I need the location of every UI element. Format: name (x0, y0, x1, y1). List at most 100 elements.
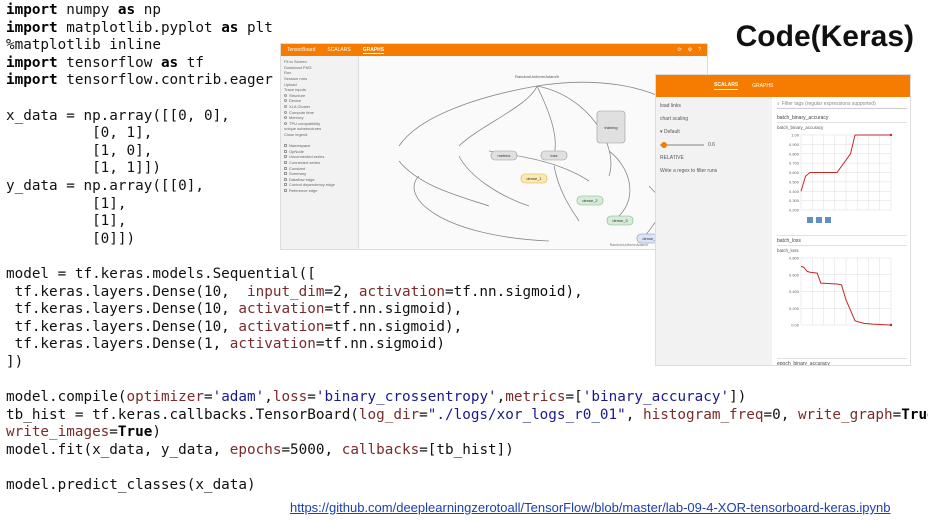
sidebar-item-label: Reference edge (289, 187, 318, 193)
sidebar-item[interactable]: Summary (284, 171, 355, 177)
tab-graphs[interactable]: GRAPHS (362, 46, 385, 54)
refresh-icon[interactable]: ⟳ (677, 47, 682, 53)
sidebar-item-label: Session runs (284, 76, 308, 82)
code-token: = (892, 406, 902, 423)
log-scale-icon[interactable] (816, 217, 822, 223)
sidebar-item[interactable]: Download PNG (284, 65, 355, 71)
graph-node-metrics[interactable]: metrics (490, 150, 518, 161)
group-batch-binary-accuracy[interactable]: batch_binary_accuracy (777, 113, 907, 123)
sidebar-item[interactable]: Connected series (284, 160, 355, 166)
sidebar-item[interactable]: Structure (284, 93, 355, 99)
sidebar-item[interactable]: Close legend (284, 132, 355, 138)
code-token: True (901, 406, 928, 423)
sidebar-item[interactable]: Constant (284, 165, 355, 171)
code-token: = (109, 424, 118, 441)
accuracy-chart: 1.000.9000.8000.7000.6000.5000.4000.3000… (789, 133, 893, 213)
code-token: tf (178, 54, 204, 71)
sidebar-item[interactable]: Session runs (284, 76, 355, 82)
code-line: [0]]) (6, 231, 928, 249)
code-line: tf.keras.layers.Dense(10, activation=tf.… (6, 301, 928, 319)
tab-scalars-active[interactable]: SCALARS (714, 82, 739, 90)
code-token: model.predict_classes(x_data) (6, 477, 256, 494)
sidebar-item[interactable]: Fit to Screen (284, 59, 355, 65)
code-token: histogram_freq (642, 406, 764, 423)
sidebar-item-label: Memory (289, 115, 304, 121)
y-tick-label: 0.700 (789, 161, 800, 166)
sidebar-item[interactable]: Dataflow edge (284, 176, 355, 182)
sidebar-item[interactable]: Reference edge (284, 188, 355, 194)
radio-icon (284, 99, 287, 103)
code-token: tf.keras.layers.Dense(10, (6, 301, 239, 318)
github-link[interactable]: https://github.com/deeplearningzerotoall… (290, 500, 891, 515)
sidebar-item-label: Fit to Screen (284, 59, 307, 65)
code-line: [1], (6, 196, 928, 214)
y-tick-label: 0.900 (789, 142, 800, 147)
y-tick-label: 0.600 (789, 272, 800, 277)
card-toolbar (777, 217, 907, 223)
code-line: import tensorflow as tf (6, 55, 928, 73)
code-line: [1], (6, 213, 928, 231)
graph-node-loss[interactable]: loss (540, 150, 568, 161)
code-token: model.fit(x_data, y_data, (6, 441, 230, 458)
smoothing-select[interactable]: ▾ Default (660, 129, 680, 135)
smoothing-slider-knob[interactable] (661, 142, 668, 148)
sidebar-item-label: Structure (289, 92, 306, 98)
tag-filter-input[interactable]: ⌕ Filter tags (regular expressions suppo… (777, 99, 907, 109)
slide-title: Code(Keras) (735, 20, 914, 53)
graph-node-training[interactable]: training (596, 110, 626, 144)
sidebar-item[interactable]: unique substructures (284, 126, 355, 132)
legend-swatch (284, 188, 287, 192)
code-token: True (117, 424, 153, 441)
code-token: tb_hist = tf.keras.callbacks.TensorBoard… (6, 406, 359, 423)
code-token: =0, (763, 406, 798, 423)
sidebar-item[interactable]: OpNode (284, 149, 355, 155)
search-icon: ⌕ (777, 100, 780, 107)
settings-icon[interactable]: ⚙ (687, 47, 693, 53)
sidebar-item[interactable]: Compute time (284, 109, 355, 115)
download-links-toggle[interactable]: load links (660, 103, 681, 109)
sidebar-item-label: Trace inputs (284, 87, 306, 93)
code-token: log_dir (358, 406, 420, 423)
legend-swatch (284, 149, 287, 153)
sidebar-item[interactable]: Control dependency edge (284, 182, 355, 188)
code-token: [1, 1]]) (6, 160, 161, 177)
sidebar-item[interactable]: Unconnected series (284, 154, 355, 160)
sidebar-item[interactable]: Namespace (284, 143, 355, 149)
code-line: %matplotlib inline (6, 37, 928, 55)
smoothing-slider[interactable] (660, 142, 704, 148)
graph-node-dense-3[interactable]: dense_3 (606, 215, 634, 226)
code-token: =tf.nn.sigmoid), (324, 301, 463, 318)
code-line: tf.keras.layers.Dense(10, input_dim=2, a… (6, 284, 928, 302)
group-epoch-binary-accuracy[interactable]: epoch_binary_accuracy (777, 359, 907, 366)
graph-node-dense-2[interactable]: dense_2 (576, 195, 604, 206)
sidebar-item[interactable]: Memory (284, 115, 355, 121)
code-token: tensorflow.contrib.eager (57, 72, 282, 89)
group-batch-loss[interactable]: batch_loss (777, 236, 907, 246)
sidebar-item[interactable]: Upload (284, 81, 355, 87)
code-line (6, 371, 928, 389)
expand-icon[interactable] (807, 217, 813, 223)
code-token: as (160, 54, 179, 71)
sidebar-item[interactable]: TPU compatibility (284, 121, 355, 127)
sidebar-item[interactable]: Run (284, 70, 355, 76)
tab-graphs-inactive[interactable]: GRAPHS (752, 83, 774, 89)
code-token: , (496, 389, 506, 406)
code-line: y_data = np.array([[0], (6, 178, 928, 196)
fit-domain-icon[interactable] (825, 217, 831, 223)
help-icon[interactable]: ? (698, 47, 701, 53)
graph-canvas[interactable]: RandomUniform/Adam/lr training metrics l… (359, 56, 707, 249)
code-token: =tf.nn.sigmoid), (445, 283, 583, 300)
code-token: activation (238, 318, 325, 335)
code-line: model = tf.keras.models.Sequential([ (6, 266, 928, 284)
graph-node-dense-1[interactable]: dense_1 (520, 173, 548, 184)
chart-scaling-toggle[interactable]: chart scaling (660, 116, 689, 122)
horizontal-axis-relative[interactable]: RELATIVE (660, 155, 684, 161)
code-token: callbacks (341, 441, 420, 458)
run-regex-field[interactable]: Write a regex to filter runs (660, 168, 718, 174)
sidebar-item[interactable]: Device (284, 98, 355, 104)
sidebar-item[interactable]: XLA Cluster (284, 104, 355, 110)
scalars-header: SCALARS GRAPHS (656, 75, 910, 97)
code-token: import (6, 19, 58, 36)
tab-scalars[interactable]: SCALARS (327, 47, 351, 53)
sidebar-item[interactable]: Trace inputs (284, 87, 355, 93)
